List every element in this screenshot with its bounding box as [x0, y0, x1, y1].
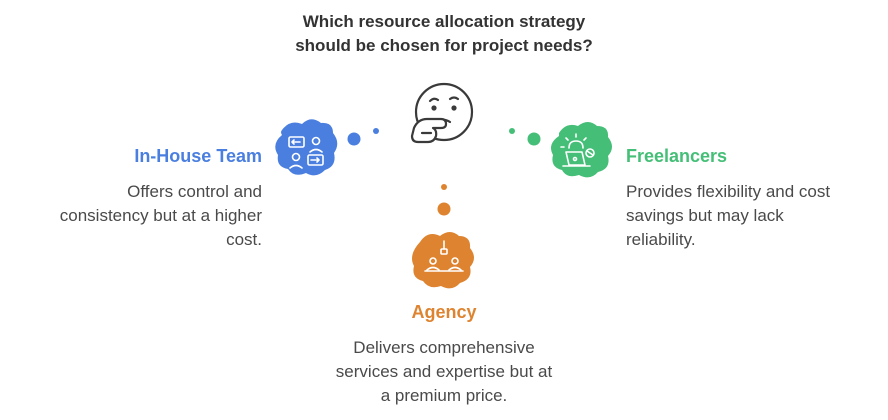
- in-house-desc-line: Offers control and: [127, 182, 262, 201]
- in-house-description: Offers control and consistency but at a …: [0, 180, 262, 252]
- question-line-1: Which resource allocation strategy: [302, 12, 586, 31]
- in-house-desc-line: cost.: [226, 230, 262, 249]
- freelancers-description: Provides flexibility and cost savings bu…: [626, 180, 886, 252]
- connector-dots-right: [509, 128, 541, 146]
- agency-desc-line: a premium price.: [380, 386, 508, 405]
- agency-desc-line: services and expertise but at: [335, 362, 553, 381]
- freelancers-desc-line: reliability.: [626, 230, 696, 249]
- connector-dots-left: [347, 128, 379, 146]
- agency-desc-line: Delivers comprehensive: [353, 338, 535, 357]
- freelancer-laptop-icon: [551, 122, 612, 178]
- freelancers-title: Freelancers: [626, 146, 728, 166]
- connector-dots-bottom: [437, 184, 451, 216]
- in-house-title: In-House Team: [134, 146, 262, 166]
- freelancers-desc-line: savings but may lack: [626, 206, 784, 225]
- question-line-2: should be chosen for project needs?: [295, 36, 593, 55]
- agency-meeting-icon: [412, 232, 474, 289]
- in-house-desc-line: consistency but at a higher: [59, 206, 262, 225]
- diagram-question: Which resource allocation strategy shoul…: [244, 10, 644, 58]
- freelancers-desc-line: Provides flexibility and cost: [626, 182, 831, 201]
- team-exchange-icon: [275, 119, 338, 176]
- agency-title: Agency: [411, 302, 477, 322]
- thinking-face-icon: [410, 82, 474, 144]
- agency-description: Delivers comprehensive services and expe…: [294, 336, 594, 408]
